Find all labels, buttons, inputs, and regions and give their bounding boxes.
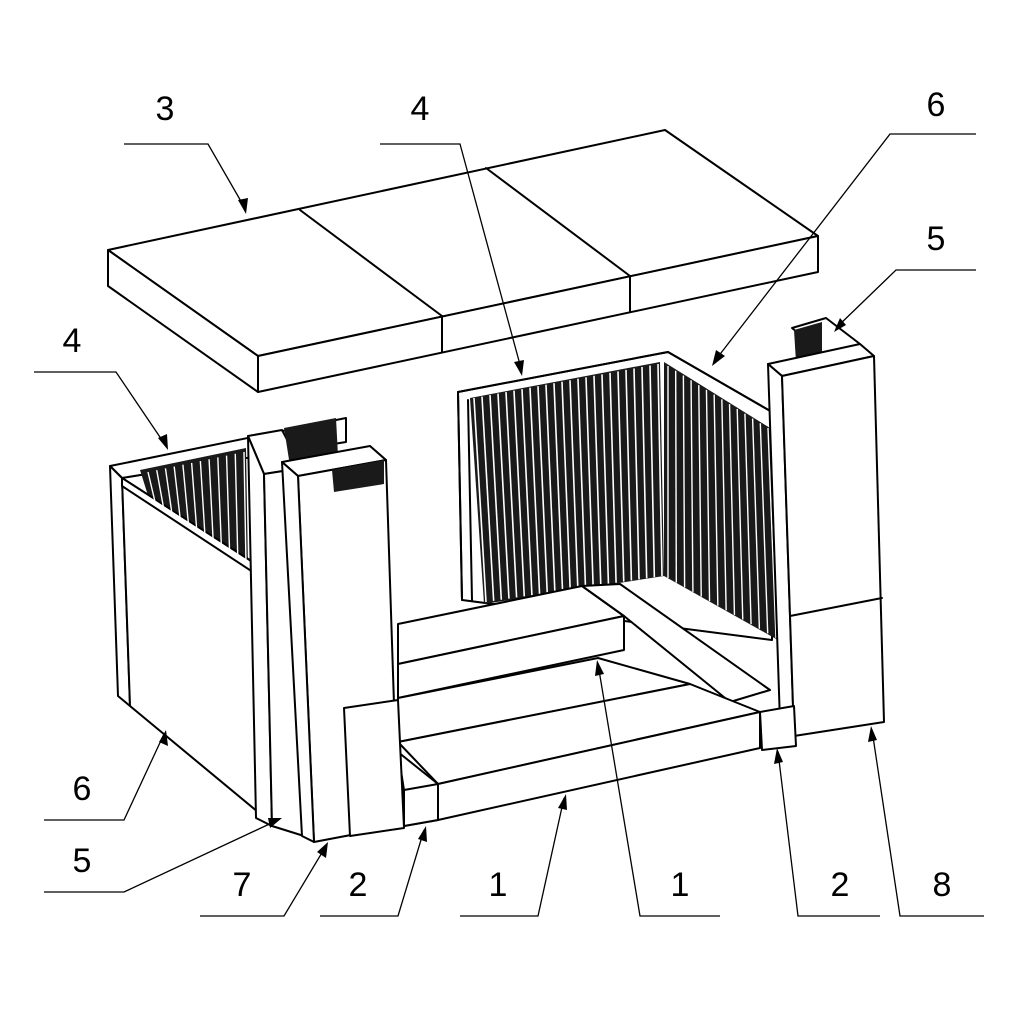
fin-ridge xyxy=(545,384,556,592)
label-2-bottom-right: 2 xyxy=(831,866,850,904)
fin-ridge xyxy=(164,468,174,517)
fin-ridge xyxy=(609,372,617,583)
fin-ridge xyxy=(521,389,533,596)
fin-ridge xyxy=(728,404,736,615)
fin-ridge xyxy=(505,392,518,598)
fin-ridge xyxy=(199,461,206,538)
fin-ridge xyxy=(561,381,571,590)
fin-ridge xyxy=(657,363,663,577)
leader-lines xyxy=(34,133,984,917)
fin-ridge xyxy=(569,380,579,589)
label-8-bottom: 8 xyxy=(933,866,952,904)
left-fin-ridges xyxy=(147,451,247,565)
fin-ridge xyxy=(208,459,214,543)
fin-ridge xyxy=(190,462,198,533)
fin-ridge xyxy=(736,408,744,620)
label-3-top: 3 xyxy=(156,90,175,128)
fin-ridge xyxy=(182,464,190,528)
fin-ridge xyxy=(705,389,711,602)
label-2-bottom-left: 2 xyxy=(349,866,368,904)
fin-ridge xyxy=(225,455,231,554)
label-5-right: 5 xyxy=(927,220,946,258)
fin-ridge xyxy=(698,385,702,597)
label-1-bottom-left: 1 xyxy=(489,866,508,904)
fin-ridge xyxy=(217,457,223,549)
fin-ridge xyxy=(751,418,761,629)
fin-ridge xyxy=(537,386,549,593)
fin-ridge xyxy=(173,466,182,522)
fin-ridge xyxy=(529,387,541,595)
fin-ridge xyxy=(649,365,656,578)
fin-ridge xyxy=(585,377,594,587)
fin-ridge xyxy=(489,394,503,600)
fin-ridge xyxy=(744,413,752,625)
label-1-bottom-right: 1 xyxy=(671,866,690,904)
label-5-left: 5 xyxy=(73,842,92,880)
label-4-center: 4 xyxy=(411,90,430,128)
left-wall-assembly xyxy=(109,417,405,843)
fin-ridge xyxy=(553,383,564,591)
lid-panel xyxy=(107,129,819,393)
fin-ridge xyxy=(473,397,487,603)
fin-ridge xyxy=(513,390,526,597)
fin-ridge xyxy=(234,453,239,559)
fin-ridge xyxy=(641,366,648,579)
label-7-bottom: 7 xyxy=(233,866,252,904)
floor-base xyxy=(397,583,797,827)
fin-ridges xyxy=(473,363,777,639)
fin-ridge xyxy=(593,375,602,586)
fin-ridge xyxy=(682,375,686,588)
fin-ridge xyxy=(767,427,777,639)
fin-ridge xyxy=(721,399,727,611)
fin-ridge xyxy=(633,368,640,580)
fin-ridge xyxy=(156,470,165,512)
back-wall-assembly xyxy=(457,351,778,641)
fin-ridge xyxy=(617,371,625,582)
fin-ridge xyxy=(481,396,495,601)
fin-ridge xyxy=(243,451,247,565)
fin-ridge xyxy=(674,370,678,583)
label-4-left: 4 xyxy=(63,322,82,360)
fin-ridge xyxy=(759,423,769,634)
fin-ridge xyxy=(713,394,719,606)
fin-ridge xyxy=(690,380,694,592)
fin-ridge xyxy=(625,369,633,581)
fin-ridge xyxy=(577,378,587,588)
fin-ridge xyxy=(601,374,610,584)
right-corner-post xyxy=(767,317,885,737)
label-6-left: 6 xyxy=(73,770,92,808)
label-6-top-right: 6 xyxy=(927,86,946,124)
fin-ridge xyxy=(497,393,510,599)
part-labels: 3 4 6 5 4 6 5 7 2 1 1 2 8 xyxy=(63,86,952,904)
fin-ridge xyxy=(147,471,157,507)
